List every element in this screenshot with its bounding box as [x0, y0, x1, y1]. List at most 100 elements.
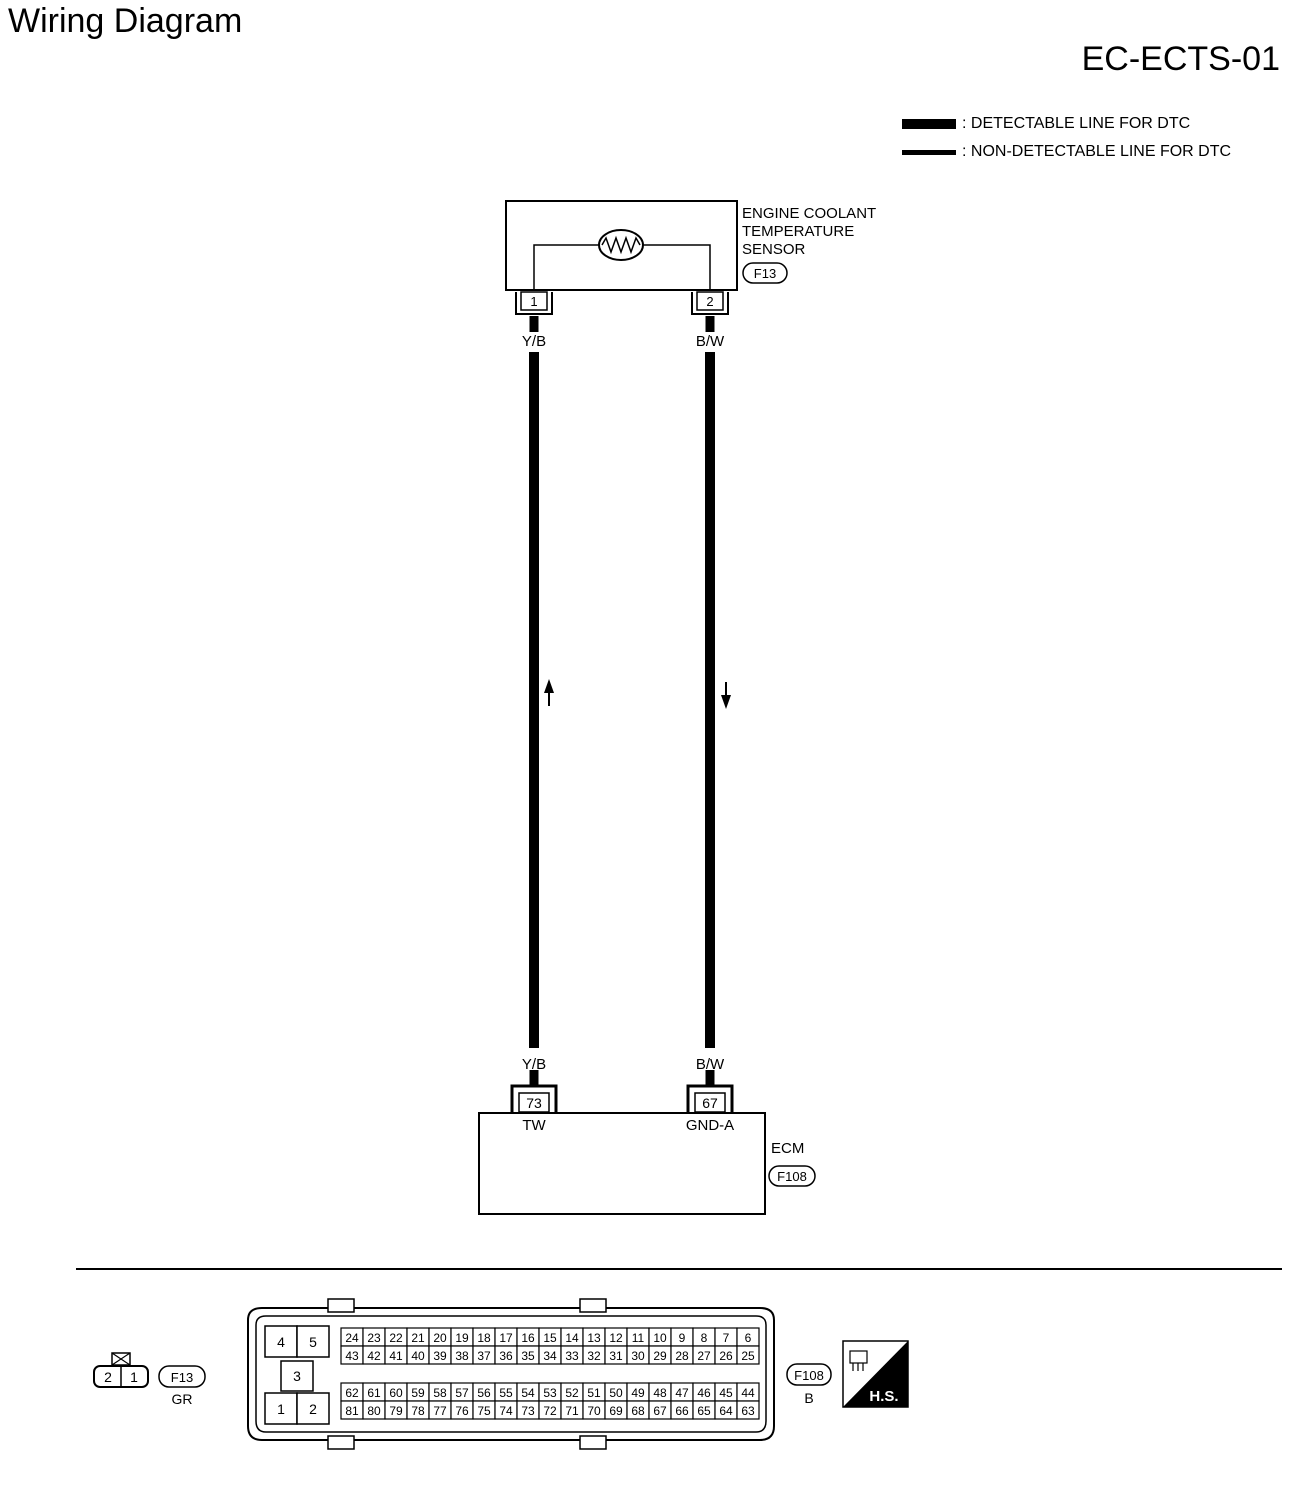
f108-cavity-number: 49: [631, 1386, 645, 1400]
f108-cavity-number: 54: [521, 1386, 535, 1400]
f108-cavity-number: 13: [587, 1331, 601, 1345]
thin-line-swatch: [902, 149, 956, 155]
f108-cavity-number: 6: [745, 1331, 752, 1345]
thick-line-swatch: [902, 119, 956, 129]
f108-key-bottom-left: [327, 1435, 355, 1450]
f108-cavity-number: 63: [741, 1404, 755, 1418]
f108-cavity-number: 23: [367, 1331, 381, 1345]
f108-cavity-number: 51: [587, 1386, 601, 1400]
f108-cavity-number: 80: [367, 1404, 381, 1418]
f108-cavity-number: 52: [565, 1386, 579, 1400]
f13-cavity-2: 2: [104, 1369, 112, 1385]
f108-cavity-number: 15: [543, 1331, 557, 1345]
f108-cavity-number: 69: [609, 1404, 623, 1418]
ecm-connector-id: F108: [777, 1169, 807, 1184]
sensor-name-line-1: ENGINE COOLANT: [742, 205, 876, 222]
f108-color: B: [804, 1390, 813, 1406]
f108-cavity-number: 24: [345, 1331, 359, 1345]
f108-id: F108: [794, 1368, 824, 1383]
f108-cavity-number: 10: [653, 1331, 667, 1345]
f108-cavity: [736, 1345, 760, 1365]
f108-cavity-number: 59: [411, 1386, 425, 1400]
f108-cavity-number: 70: [587, 1404, 601, 1418]
f108-cavity-number: 16: [521, 1331, 535, 1345]
hs-badge: H.S.: [842, 1340, 909, 1408]
ecm-name: ECM: [771, 1140, 804, 1157]
f108-cavity-number: 27: [697, 1349, 711, 1363]
f108-cavity-number: 11: [632, 1331, 645, 1345]
f108-cavity-number: 21: [411, 1331, 425, 1345]
f108-id-badge: [786, 1363, 832, 1386]
f108-cavity-number: 46: [697, 1386, 711, 1400]
f108-cavity-number: 77: [433, 1404, 447, 1418]
f13-connector-view: 2 1 F13 GR: [93, 1352, 206, 1407]
f108-cavity-number: 19: [455, 1331, 469, 1345]
f108-cavity-number: 57: [455, 1386, 469, 1400]
f108-cavity-number: 41: [389, 1349, 403, 1363]
f108-cavity-number: 33: [565, 1349, 579, 1363]
f108-cavity-number: 9: [679, 1331, 686, 1345]
f108-power-pin-5: 5: [309, 1334, 317, 1350]
f108-cavity-number: 48: [653, 1386, 667, 1400]
ecm-pin-67-label: GND-A: [686, 1117, 734, 1134]
wire-yb-color-top: Y/B: [522, 333, 546, 350]
f108-cavity-number: 32: [587, 1349, 601, 1363]
f108-cavity-number: 7: [723, 1331, 730, 1345]
f108-cavity-number: 58: [433, 1386, 447, 1400]
f108-cavity-number: 64: [719, 1404, 733, 1418]
ecm-body: [478, 1112, 766, 1215]
hs-badge-triangle: [843, 1341, 908, 1407]
f108-cavity-number: 29: [653, 1349, 667, 1363]
legend-detectable-label: : DETECTABLE LINE FOR DTC: [962, 115, 1191, 132]
ecm-pin-73-label: TW: [522, 1117, 546, 1134]
f108-cavity-number: 66: [675, 1404, 689, 1418]
f108-cavity-number: 25: [741, 1349, 755, 1363]
f108-cavity-number: 18: [477, 1331, 491, 1345]
f108-cavity-number: 37: [477, 1349, 491, 1363]
f108-key-top-left: [327, 1298, 355, 1313]
ecm-module: TW GND-A ECM F108: [478, 1112, 816, 1215]
ecm-pin-73-bracket: [510, 1084, 558, 1112]
sensor-pin-2-box: [696, 291, 724, 311]
f108-power-pin-3: 3: [293, 1368, 301, 1384]
f108-cavity-number: 65: [697, 1404, 711, 1418]
f108-cavity-number: 47: [675, 1386, 689, 1400]
legend-non-detectable-label: : NON-DETECTABLE LINE FOR DTC: [962, 143, 1232, 160]
f108-cavity-number: 68: [631, 1404, 645, 1418]
arrow-up-icon: [544, 679, 554, 693]
f13-id: F13: [171, 1370, 193, 1385]
f108-cavity-number: 53: [543, 1386, 557, 1400]
f108-cavity-number: 61: [367, 1386, 381, 1400]
wire-bw-color-top: B/W: [696, 333, 725, 350]
f108-cavity-number: 45: [719, 1386, 733, 1400]
sensor-pin-2-bracket: [691, 292, 729, 315]
f108-cavity-number: 75: [477, 1404, 491, 1418]
f108-cavity-number: 12: [609, 1331, 623, 1345]
ecm-pin-67-bracket: [686, 1084, 734, 1112]
ecm-pin-73: 73: [510, 1084, 558, 1113]
f108-cavity-number: 79: [389, 1404, 403, 1418]
sensor-internal-wire-right: [643, 244, 711, 290]
diagram-code: EC-ECTS-01: [1081, 40, 1280, 78]
sensor-pin-1-box: [520, 291, 548, 311]
f108-cavity-number: 40: [411, 1349, 425, 1363]
f108-cavity-number: 30: [631, 1349, 645, 1363]
f108-power-cavity-1: [264, 1392, 298, 1425]
f108-cavity-number: 55: [499, 1386, 513, 1400]
wire-bw-color-bottom: B/W: [696, 1056, 725, 1073]
ecm-pin-67-number: 67: [702, 1095, 718, 1111]
f108-power-pin-2: 2: [309, 1401, 317, 1417]
f108-cavity-number: 81: [345, 1404, 359, 1418]
f108-cavity-number: 39: [433, 1349, 447, 1363]
f108-cavity-number: 43: [345, 1349, 359, 1363]
f108-key-top-right: [579, 1298, 607, 1313]
f108-cavity-number: 62: [345, 1386, 359, 1400]
f108-cavity-number: 26: [719, 1349, 733, 1363]
f108-face-inner: [255, 1315, 767, 1433]
sensor-name-line-3: SENSOR: [742, 241, 806, 258]
f108-power-cavity-2: [296, 1392, 330, 1425]
ecm-connector-badge: [768, 1165, 816, 1187]
sensor-connector-badge: [742, 262, 788, 284]
f108-cavity-number: 14: [565, 1331, 579, 1345]
f108-cavity-number: 34: [543, 1349, 557, 1363]
